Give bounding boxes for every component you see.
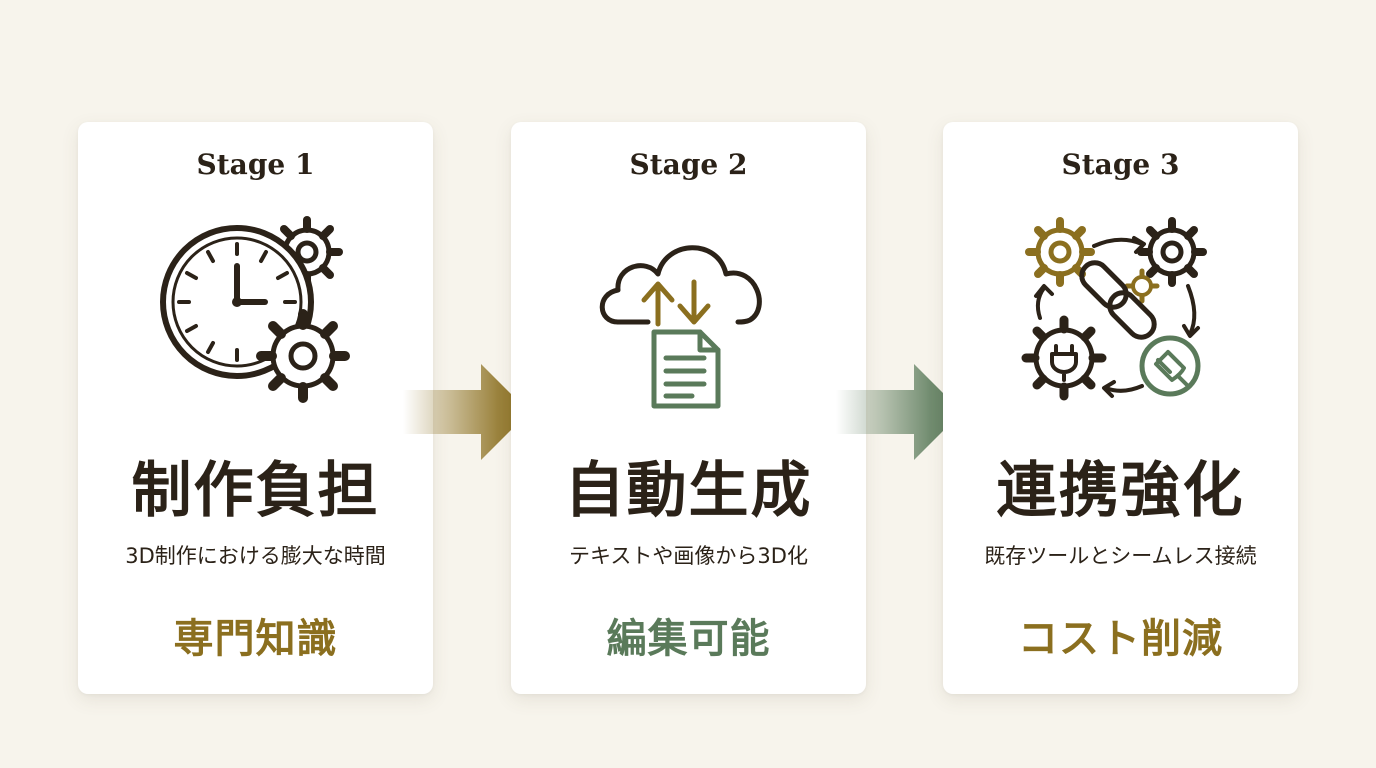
stage-card-1: Stage 1 (78, 122, 433, 694)
stage-description: 既存ツールとシームレス接続 (984, 544, 1257, 568)
clock-gears-icon (160, 216, 350, 403)
stage-headline: 制作負担 (131, 456, 380, 526)
arrow-right-icon (836, 364, 962, 460)
stage-keyword: 編集可能 (606, 616, 771, 662)
stage-label: Stage 3 (1061, 148, 1180, 181)
stage-headline: 連携強化 (996, 456, 1245, 526)
stage-keyword: 専門知識 (173, 616, 338, 662)
cloud-sync-document-icon (599, 245, 762, 409)
stage-card-2: Stage 2 自動生成 テキストや画像から3D化 編集可能 (511, 122, 866, 694)
arrow-right-icon (403, 364, 529, 460)
stage-card-3: Stage 3 (943, 122, 1298, 694)
stage-headline: 自動生成 (564, 456, 813, 526)
stage-label: Stage 1 (196, 148, 315, 181)
stage-description: テキストや画像から3D化 (569, 544, 808, 568)
gears-chain-plug-icon (1021, 217, 1207, 401)
stage-description: 3D制作における膨大な時間 (125, 544, 386, 568)
stage-keyword: コスト削減 (1018, 616, 1223, 662)
stage-label: Stage 2 (629, 148, 748, 181)
